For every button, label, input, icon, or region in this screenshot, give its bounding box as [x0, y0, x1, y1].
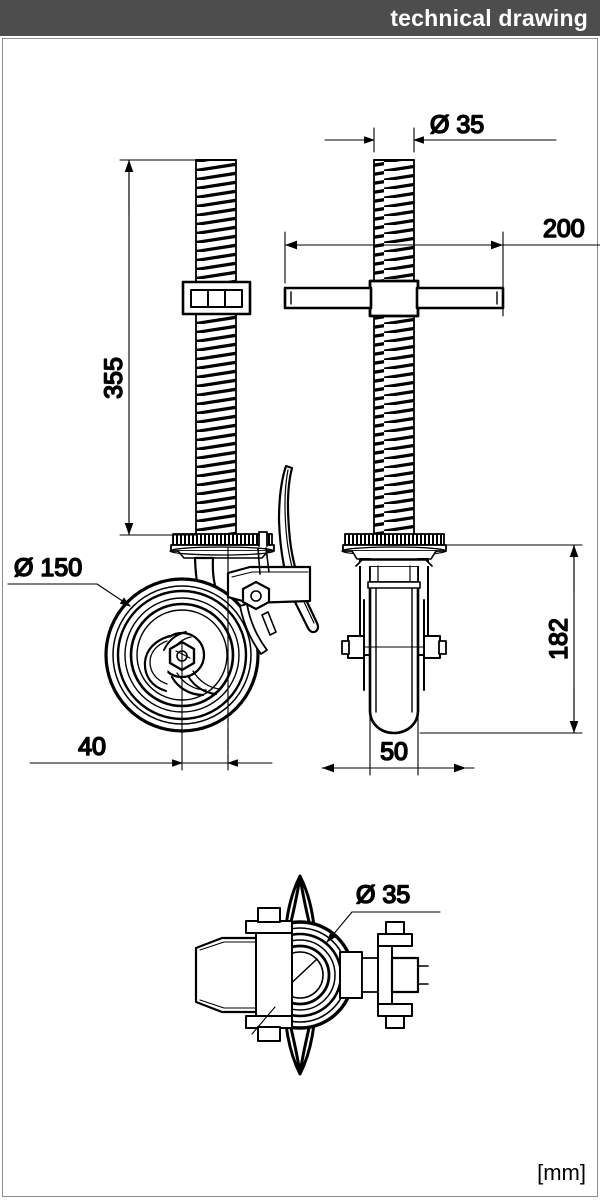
- plan-view: [194, 874, 429, 1076]
- dimension-182: [419, 544, 583, 734]
- page-title: technical drawing: [390, 4, 588, 31]
- dimension-355: [119, 159, 197, 536]
- side-wheel: [363, 581, 425, 735]
- dimension-label-182: 182: [545, 618, 573, 660]
- unit-note: [mm]: [537, 1160, 586, 1185]
- dimension-dia-150: [7, 583, 131, 607]
- dimension-label-dia-35-plan: Ø 35: [356, 881, 410, 909]
- dimension-label-dia-150: Ø 150: [14, 554, 82, 582]
- side-threaded-spindle: [373, 159, 415, 536]
- plan-brake-bracket: [339, 921, 429, 1029]
- side-cross-handle: [283, 279, 505, 318]
- front-view: [104, 159, 320, 733]
- dimension-50: [321, 711, 475, 776]
- dimension-dia-35-plan: [251, 911, 441, 1035]
- side-view: [283, 159, 505, 735]
- front-collar-nut: [181, 280, 252, 316]
- plan-fork-body: [194, 929, 293, 1019]
- dimension-200: [284, 231, 600, 317]
- dimension-label-355: 355: [100, 357, 128, 399]
- dimension-label-200: 200: [543, 215, 585, 243]
- dimension-label-dia-35-top: Ø 35: [430, 111, 484, 139]
- plan-left-bolts: [245, 907, 293, 1042]
- side-swivel-top-plate: [341, 533, 447, 560]
- dimension-dia-35-top: [324, 127, 557, 153]
- side-axle-bolts: [341, 635, 447, 659]
- dimension-label-40: 40: [78, 733, 106, 761]
- header-bar: technical drawing: [0, 0, 600, 36]
- front-threaded-spindle: [195, 159, 237, 536]
- dimension-label-50: 50: [380, 738, 408, 766]
- front-swivel-top-plate: [169, 533, 275, 559]
